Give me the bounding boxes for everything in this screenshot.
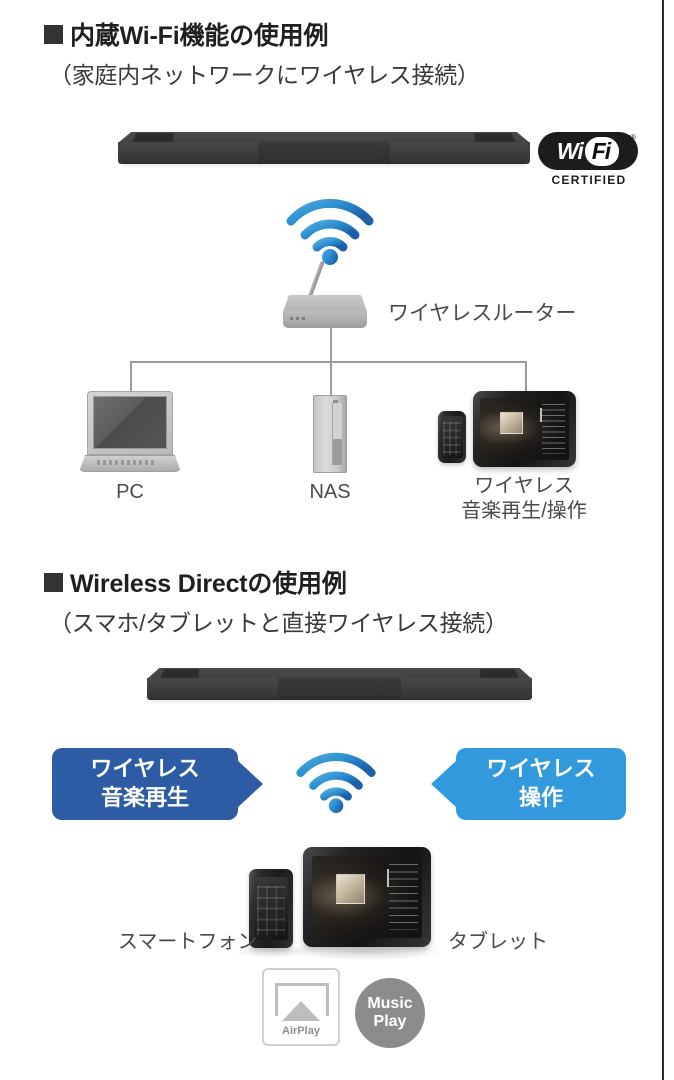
nas-icon <box>313 395 347 473</box>
tablet-bottom-screen <box>311 856 423 938</box>
airplay-triangle-icon <box>282 1001 320 1021</box>
tablet-screen <box>480 397 569 461</box>
section-one-subheading: （家庭内ネットワークにワイヤレス接続） <box>49 62 480 88</box>
device-label-pc: PC <box>116 481 144 503</box>
bullet-square-icon-2 <box>44 572 63 592</box>
airplay-label: AirPlay <box>282 1025 320 1037</box>
tablet-divider <box>540 407 543 422</box>
wire-tablet-drop <box>525 361 527 393</box>
section-two-heading-line1: Wireless Directの使用例 <box>44 564 508 600</box>
soundbar-bottom-right-cap <box>480 669 519 678</box>
bullet-square-icon <box>44 24 63 44</box>
tablet-icon-bottom <box>303 847 431 947</box>
smartphone-screen <box>441 416 463 458</box>
right-edge-rule <box>662 0 664 1080</box>
laptop-icon <box>79 391 181 473</box>
tablet-bottom-track-list <box>389 864 418 930</box>
tablet-track-list <box>542 404 566 454</box>
wifi-certified-logo: Wi Fi ® CERTIFIED <box>538 132 640 187</box>
music-play-badge: Music Play <box>355 978 425 1048</box>
tablet-bottom-divider <box>387 869 390 888</box>
callout-left-arrow-icon <box>237 760 263 808</box>
smartphone-keypad-icon <box>443 422 461 455</box>
router-body-front <box>283 311 367 328</box>
device-label-tablet: タブレット <box>448 931 548 953</box>
section-one-heading-text: 内蔵Wi-Fi機能の使用例 <box>70 22 329 50</box>
wireless-router-icon <box>283 260 367 329</box>
wifi-certified-text: CERTIFIED <box>551 173 627 187</box>
soundbar-shadow <box>122 163 526 167</box>
soundbar-right-cap <box>474 133 516 142</box>
soundbar-top <box>118 132 530 168</box>
router-body-top <box>283 295 367 312</box>
router-antenna-icon <box>307 260 325 300</box>
soundbar-bottom <box>147 668 532 704</box>
callout-right-arrow-icon <box>431 760 457 808</box>
soundbar-bottom-front-grille <box>147 678 532 700</box>
router-leds-icon <box>290 317 308 320</box>
soundbar-bottom-shadow <box>150 699 529 703</box>
airplay-badge: AirPlay <box>262 968 340 1046</box>
tablet-icon-top <box>473 391 576 467</box>
smartphone-icon-top <box>438 411 466 463</box>
section-two-heading: Wireless Directの使用例 （スマホ/タブレットと直接ワイヤレス接続… <box>44 564 508 638</box>
wifi-signal-icon-top <box>285 197 375 265</box>
wire-pc-drop <box>130 361 132 393</box>
nas-drive-slot <box>332 403 342 465</box>
tablet-reflection <box>290 943 445 961</box>
wifi-signal-icon-bottom <box>295 750 377 814</box>
wire-network-bus <box>130 361 526 363</box>
soundbar-top-surface <box>118 132 530 143</box>
tablet-album-art <box>499 411 523 434</box>
smartphone-reflection <box>233 944 313 958</box>
tablet-bottom-album-art <box>336 874 365 904</box>
smartphone-bottom-screen <box>253 876 289 941</box>
section-one-heading: 内蔵Wi-Fi機能の使用例 （家庭内ネットワークにワイヤレス接続） <box>44 16 480 90</box>
device-label-wireless-playback-line2: 音楽再生/操作 <box>461 500 587 522</box>
wifi-certified-pill: Wi Fi ® <box>538 132 638 170</box>
laptop-keyboard-icon <box>97 460 157 465</box>
callout-wireless-control: ワイヤレス 操作 <box>431 748 626 820</box>
soundbar-bottom-left-cap <box>160 669 199 678</box>
smartphone-bottom-keypad-icon <box>256 886 286 936</box>
device-label-wireless-playback: ワイヤレス 音楽再生/操作 <box>444 474 604 524</box>
device-label-nas: NAS <box>309 481 351 503</box>
device-label-smartphone: スマートフォン <box>118 931 258 953</box>
smartphone-icon-bottom <box>249 869 293 948</box>
laptop-screen <box>93 396 167 449</box>
airplay-screen-icon <box>275 983 329 1016</box>
section-one-heading-line1: 内蔵Wi-Fi機能の使用例 <box>44 16 480 52</box>
callout-wireless-playback: ワイヤレス 音楽再生 <box>52 748 263 820</box>
wire-nas-drop <box>330 361 332 395</box>
nas-indicator-icon <box>333 400 338 403</box>
soundbar-front-grille <box>118 142 530 164</box>
section-two-subheading: （スマホ/タブレットと直接ワイヤレス接続） <box>49 610 508 636</box>
soundbar-bottom-surface <box>147 668 532 679</box>
wifi-logo-wi-text: Wi <box>556 137 584 164</box>
device-label-wireless-playback-line1: ワイヤレス <box>474 475 574 497</box>
registered-trademark-icon: ® <box>630 133 636 142</box>
section-two-heading-text: Wireless Directの使用例 <box>70 570 347 598</box>
wire-router-drop <box>330 328 332 362</box>
wifi-logo-fi-text: Fi <box>584 136 620 166</box>
soundbar-left-cap <box>132 133 174 142</box>
router-label: ワイヤレスルーター <box>388 302 577 325</box>
